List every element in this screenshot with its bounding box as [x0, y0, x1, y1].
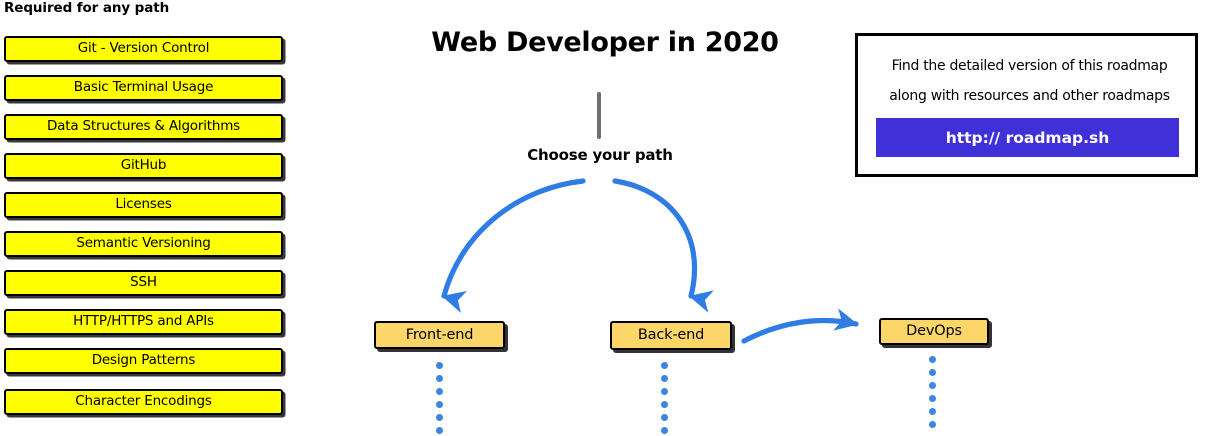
skill-box-label: Data Structures & Algorithms	[46, 118, 241, 135]
info-text-line-2: along with resources and other roadmaps	[889, 88, 1170, 104]
path-box-front-end[interactable]: Front-end	[374, 321, 505, 349]
skill-box-character-encodings[interactable]: Character Encodings	[4, 389, 283, 415]
skill-box-label: Licenses	[115, 196, 172, 213]
dotted-trail-frontend	[436, 358, 443, 436]
trail-dot	[436, 362, 443, 369]
trail-dot	[929, 369, 936, 376]
trail-dot	[661, 375, 668, 382]
trail-dot	[436, 427, 443, 434]
skill-box-label: Basic Terminal Usage	[73, 79, 214, 96]
skill-box-http-https-and-apis[interactable]: HTTP/HTTPS and APIs	[4, 309, 283, 335]
trail-dot	[661, 362, 668, 369]
path-box-label: Front-end	[405, 326, 474, 343]
trail-dot	[929, 382, 936, 389]
page-title: Web Developer in 2020	[431, 27, 779, 58]
trail-dot	[929, 421, 936, 428]
required-skills-column: Required for any path Git - Version Cont…	[0, 0, 300, 436]
required-for-any-path-heading: Required for any path	[4, 0, 170, 16]
skill-box-design-patterns[interactable]: Design Patterns	[4, 348, 283, 374]
arrow-backend-to-devops	[741, 308, 859, 344]
skill-box-label: Semantic Versioning	[76, 235, 211, 252]
arrow-to-backend	[612, 178, 714, 313]
skill-box-licenses[interactable]: Licenses	[4, 192, 283, 218]
trail-dot	[436, 401, 443, 408]
skill-box-semantic-versioning[interactable]: Semantic Versioning	[4, 231, 283, 257]
choose-your-path-label: Choose your path	[527, 146, 673, 164]
path-box-label: DevOps	[906, 323, 962, 340]
title-connector-line	[597, 92, 601, 139]
path-box-devops[interactable]: DevOps	[879, 318, 989, 345]
path-box-back-end[interactable]: Back-end	[610, 321, 732, 350]
dotted-trail-backend	[661, 358, 668, 436]
trail-dot	[436, 388, 443, 395]
trail-dot	[929, 356, 936, 363]
trail-dot	[929, 395, 936, 402]
roadmap-url-button[interactable]: http:// roadmap.sh	[876, 118, 1179, 157]
trail-dot	[661, 388, 668, 395]
info-text-line-1: Find the detailed version of this roadma…	[891, 58, 1168, 74]
dotted-trail-devops	[929, 352, 936, 430]
trail-dot	[929, 408, 936, 415]
skill-box-data-structures-algorithms[interactable]: Data Structures & Algorithms	[4, 114, 283, 140]
skill-box-label: SSH	[130, 274, 157, 291]
skill-box-label: GitHub	[120, 157, 167, 174]
trail-dot	[661, 427, 668, 434]
skill-box-label: HTTP/HTTPS and APIs	[73, 313, 214, 330]
skill-box-github[interactable]: GitHub	[4, 153, 283, 179]
arrow-to-frontend	[441, 178, 586, 314]
trail-dot	[661, 401, 668, 408]
trail-dot	[436, 375, 443, 382]
path-box-label: Back-end	[637, 327, 705, 344]
roadmap-url-label: http:// roadmap.sh	[945, 128, 1110, 147]
skill-box-label: Design Patterns	[91, 352, 196, 369]
skill-box-label: Git - Version Control	[77, 40, 210, 57]
skill-box-ssh[interactable]: SSH	[4, 270, 283, 296]
trail-dot	[436, 414, 443, 421]
skill-box-git-version-control[interactable]: Git - Version Control	[4, 36, 283, 62]
roadmap-info-box: Find the detailed version of this roadma…	[855, 33, 1198, 177]
trail-dot	[661, 414, 668, 421]
skill-box-label: Character Encodings	[75, 393, 212, 410]
skill-box-basic-terminal-usage[interactable]: Basic Terminal Usage	[4, 75, 283, 101]
